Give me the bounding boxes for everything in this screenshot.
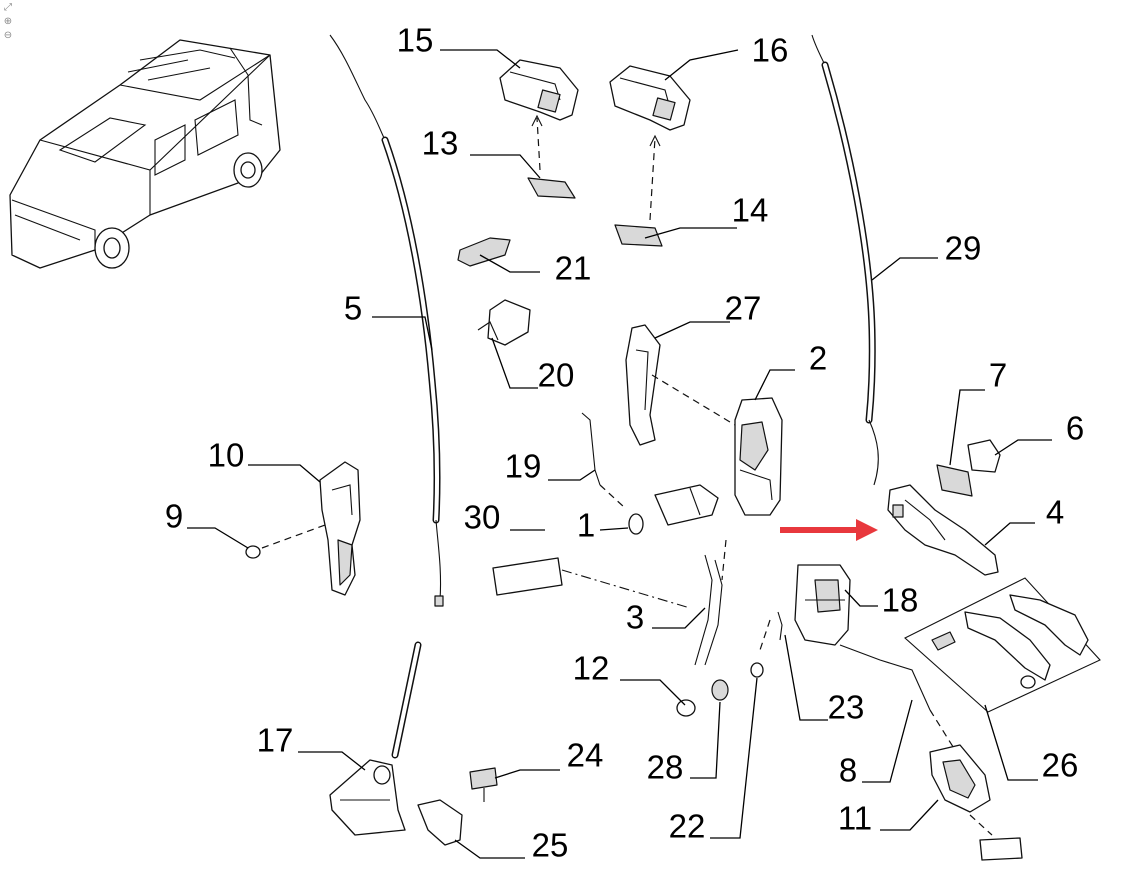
part-16 (609, 65, 691, 131)
callout-19: 19 (505, 448, 542, 485)
part-3 (694, 539, 727, 666)
callout-6: 6 (1066, 410, 1084, 447)
callout-24: 24 (567, 737, 604, 774)
part-26 (904, 577, 1101, 713)
part-6 (967, 439, 1001, 473)
callout-25: 25 (532, 827, 569, 864)
part-2 (734, 397, 783, 516)
callout-18: 18 (882, 582, 919, 619)
callout-8: 8 (839, 752, 857, 789)
part-13 (527, 177, 576, 199)
part-25 (417, 799, 463, 846)
part-7 (936, 464, 973, 497)
part-24 (469, 767, 498, 802)
callout-9: 9 (165, 498, 183, 535)
part-14 (614, 224, 663, 247)
part-23 (759, 611, 783, 651)
callout-5: 5 (344, 290, 362, 327)
part-21 (457, 237, 511, 267)
callout-labels: 15 16 13 14 21 29 5 27 20 2 7 6 10 19 9 … (165, 22, 1084, 864)
callout-14: 14 (732, 192, 769, 229)
highlight-arrow (780, 519, 878, 541)
callout-20: 20 (538, 357, 575, 394)
part-4 (887, 484, 999, 576)
callout-22: 22 (669, 808, 706, 845)
part-28 (711, 679, 729, 701)
callout-2: 2 (809, 340, 827, 377)
callout-21: 21 (555, 250, 592, 287)
part-15 (499, 59, 579, 121)
fit-icon[interactable]: ⤢ (4, 2, 12, 13)
callout-27: 27 (725, 290, 762, 327)
cable-29 (811, 34, 879, 486)
callout-15: 15 (397, 22, 434, 59)
callout-17: 17 (257, 722, 294, 759)
callout-28: 28 (647, 749, 684, 786)
part-17 (329, 641, 422, 836)
zoom-out-icon[interactable]: ⊖ (3, 30, 13, 41)
part-12 (676, 699, 696, 717)
part-9 (245, 545, 261, 559)
callout-10: 10 (208, 437, 245, 474)
part-11 (929, 744, 991, 813)
callout-1: 1 (577, 507, 595, 544)
callout-16: 16 (752, 32, 789, 69)
callout-23: 23 (828, 689, 865, 726)
van-illustration (9, 39, 281, 269)
callout-29: 29 (945, 230, 982, 267)
callout-30: 30 (464, 499, 501, 536)
callout-7: 7 (989, 357, 1007, 394)
callout-13: 13 (422, 125, 459, 162)
part-22 (750, 662, 764, 678)
part-19 (581, 412, 601, 486)
callout-26: 26 (1042, 747, 1079, 784)
callout-4: 4 (1046, 494, 1064, 531)
part-18 (794, 564, 851, 646)
part-27 (625, 324, 661, 446)
zoom-in-icon[interactable]: ⊕ (3, 16, 13, 27)
callout-3: 3 (626, 599, 644, 636)
part-10 (319, 461, 361, 596)
part-30 (492, 557, 691, 609)
callout-11: 11 (838, 800, 872, 837)
leader-lines (187, 49, 1052, 859)
callout-12: 12 (573, 650, 610, 687)
part-20 (477, 299, 531, 346)
cable-5 (329, 34, 444, 607)
part-1 (628, 484, 719, 535)
